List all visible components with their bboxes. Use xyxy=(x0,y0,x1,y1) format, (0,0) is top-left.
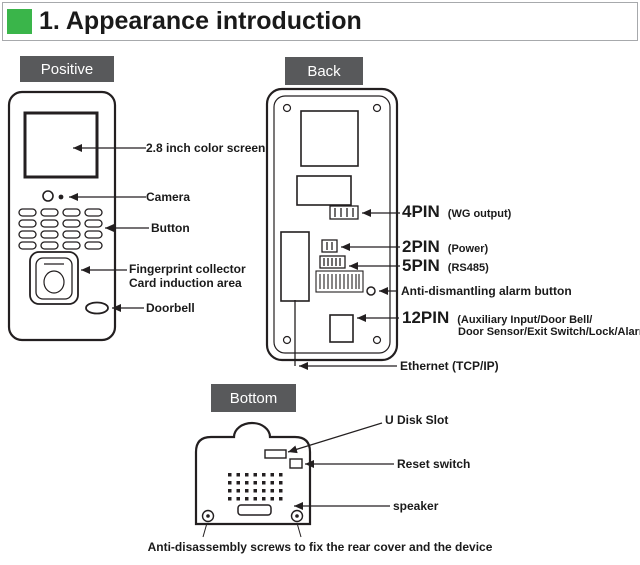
front-camera-dot-icon xyxy=(58,194,64,200)
bottom-device-drawing xyxy=(194,421,312,526)
label-2pin-name: 2PIN xyxy=(402,237,440,256)
front-keypad xyxy=(18,208,103,250)
back-top-panel xyxy=(300,110,359,167)
label-reset-switch: Reset switch xyxy=(397,457,471,471)
label-button: Button xyxy=(151,221,190,235)
label-card-induction-area: Card induction area xyxy=(129,276,242,290)
back-5pin-connector xyxy=(319,255,346,269)
section-marker-icon xyxy=(7,9,32,34)
label-2pin-desc: (Power) xyxy=(447,243,489,255)
label-2pin: 2PIN (Power) xyxy=(402,237,488,257)
label-udisk-slot: U Disk Slot xyxy=(385,413,449,427)
label-5pin: 5PIN (RS485) xyxy=(402,256,489,276)
callout-lines xyxy=(69,144,400,538)
label-4pin-name: 4PIN xyxy=(402,202,440,221)
title-bar: 1. Appearance introduction xyxy=(2,2,638,41)
back-mid-panel xyxy=(296,175,352,206)
label-alarm-button: Anti-dismantling alarm button xyxy=(401,284,572,298)
label-4pin-desc: (WG output) xyxy=(447,208,512,220)
page-title: 1. Appearance introduction xyxy=(39,7,362,35)
screw-icon xyxy=(372,103,382,113)
label-fingerprint-collector: Fingerprint collector xyxy=(129,262,246,276)
back-2pin-connector xyxy=(321,239,338,253)
label-doorbell: Doorbell xyxy=(146,301,195,315)
bottom-reset-switch xyxy=(289,458,303,469)
label-12pin: 12PIN (Auxiliary Input/Door Bell/ xyxy=(402,308,592,328)
bottom-cable-slot xyxy=(237,504,272,516)
front-camera-lens-icon xyxy=(42,190,54,202)
bottom-udisk-slot xyxy=(264,449,287,459)
label-color-screen: 2.8 inch color screen xyxy=(146,141,266,155)
positive-view-badge: Positive xyxy=(20,56,114,82)
screws-note: Anti-disassembly screws to fix the rear … xyxy=(147,540,493,554)
label-camera: Camera xyxy=(146,190,191,204)
front-device-drawing xyxy=(7,90,117,342)
label-speaker: speaker xyxy=(393,499,439,513)
back-12pin-connector xyxy=(315,270,364,293)
label-12pin-desc2: Door Sensor/Exit Switch/Lock/Alarm) xyxy=(458,326,640,338)
label-5pin-name: 5PIN xyxy=(402,256,440,275)
front-doorbell xyxy=(85,301,109,315)
back-ethernet-port xyxy=(280,231,310,302)
label-12pin-desc1: (Auxiliary Input/Door Bell/ xyxy=(457,314,593,326)
back-view-badge: Back xyxy=(285,57,363,85)
back-bottom-port xyxy=(329,314,354,343)
label-4pin: 4PIN (WG output) xyxy=(402,202,511,222)
bottom-screws xyxy=(201,509,304,523)
screw-icon xyxy=(282,103,292,113)
screw-icon xyxy=(282,335,292,345)
back-4pin-connector xyxy=(329,205,359,220)
label-ethernet: Ethernet (TCP/IP) xyxy=(400,359,499,373)
front-screen xyxy=(23,111,99,179)
bottom-view-badge: Bottom xyxy=(211,384,296,412)
front-fingerprint-area xyxy=(29,251,79,305)
label-5pin-desc: (RS485) xyxy=(447,262,489,274)
back-device-drawing xyxy=(265,87,399,362)
screw-icon xyxy=(372,335,382,345)
back-alarm-button xyxy=(366,286,376,296)
bottom-speaker-grille xyxy=(228,473,283,501)
label-12pin-name: 12PIN xyxy=(402,308,450,327)
